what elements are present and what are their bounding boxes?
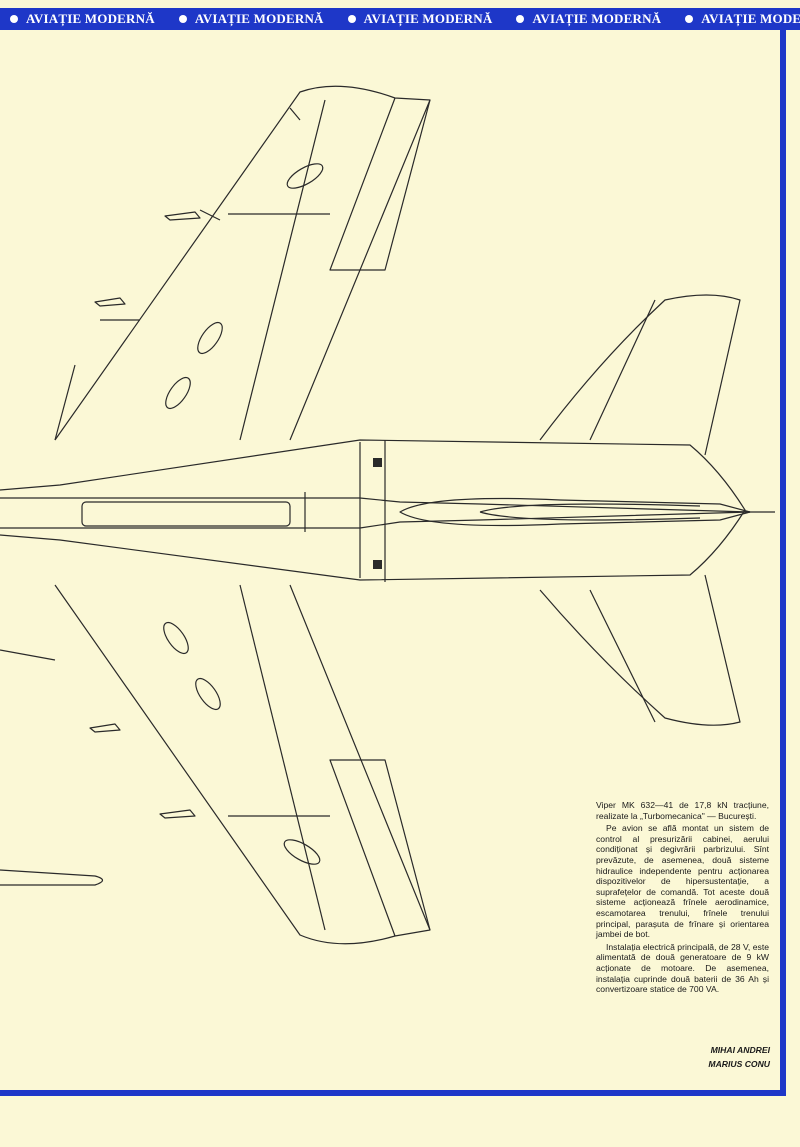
bullet-icon <box>347 15 356 23</box>
bullet-icon <box>178 15 187 23</box>
lower-wing-root <box>0 649 56 661</box>
right-border-rule <box>780 28 786 1096</box>
upper-pylon <box>94 297 126 307</box>
banner-text: AVIAȚIE MODERNĂ <box>363 11 493 26</box>
upper-stabilizer <box>539 294 741 456</box>
banner-text: AVIAȚIE MODERNĂ <box>532 11 662 26</box>
banner-text: AVIAȚIE MODERNĂ <box>194 11 324 26</box>
lower-wing-panel <box>195 677 221 711</box>
lower-stabilizer <box>539 574 741 726</box>
upper-wing-panel <box>197 321 223 355</box>
cockpit-panel <box>81 501 291 527</box>
fuselage-centerline-lower <box>0 511 751 529</box>
exhaust-nozzle <box>399 497 751 527</box>
article-text: Viper MK 632—41 de 17,8 kN tracțiune, re… <box>596 800 769 997</box>
lower-pylon <box>159 809 196 819</box>
upper-pylon <box>164 211 201 221</box>
fuselage-marker <box>373 458 382 467</box>
external-store <box>0 869 104 886</box>
upper-wing-slat-break <box>100 107 301 321</box>
lower-wing-panel <box>163 621 189 655</box>
header-banner: AVIAȚIE MODERNĂ AVIAȚIE MODERNĂ AVIAȚIE … <box>0 8 800 30</box>
banner-item: AVIAȚIE MODERNĂ <box>0 11 155 27</box>
bullet-icon <box>516 15 525 23</box>
bullet-icon <box>10 15 18 23</box>
fuselage-marker <box>373 560 382 569</box>
lower-pylon <box>89 723 121 733</box>
upper-wing-aileron <box>329 97 431 271</box>
lower-wing-aileron <box>329 759 431 937</box>
banner-item: AVIAȚIE MODERNĂ <box>675 11 800 27</box>
banner-item: AVIAȚIE MODERNĂ <box>169 11 324 27</box>
upper-wing-outline <box>54 85 431 441</box>
banner-item: AVIAȚIE MODERNĂ <box>506 11 661 27</box>
author-name: MARIUS CONU <box>708 1059 770 1069</box>
article-paragraph: Pe avion se află montat un sistem de con… <box>596 823 769 940</box>
lower-wing-outline <box>54 584 431 945</box>
lower-wing-flap-line <box>239 584 326 931</box>
lower-wing-panel <box>283 839 321 865</box>
bullet-icon <box>685 15 694 23</box>
upper-wing-panel <box>165 376 191 410</box>
author-name: MIHAI ANDREI <box>710 1045 770 1055</box>
upper-wing-panel <box>286 163 324 189</box>
tailcone <box>479 503 701 521</box>
fuselage-centerline-upper <box>0 497 751 513</box>
bottom-border-rule <box>0 1090 786 1096</box>
article-paragraph: Viper MK 632—41 de 17,8 kN tracțiune, re… <box>596 800 769 821</box>
banner-item: AVIAȚIE MODERNĂ <box>338 11 493 27</box>
article-paragraph: Instalația electrică principală, de 28 V… <box>596 941 769 995</box>
upper-wing-flap-line <box>239 99 326 441</box>
fuselage-outline <box>0 439 746 581</box>
banner-text: AVIAȚIE MODERNĂ <box>26 11 155 26</box>
upper-wing-root <box>54 364 76 441</box>
banner-text: AVIAȚIE MODERNĂ <box>701 11 800 26</box>
upper-stabilizer-elevator <box>589 299 656 441</box>
lower-stabilizer-elevator <box>589 589 656 723</box>
aircraft-plan-drawing <box>0 85 775 945</box>
authors: MIHAI ANDREI MARIUS CONU <box>640 1043 770 1071</box>
